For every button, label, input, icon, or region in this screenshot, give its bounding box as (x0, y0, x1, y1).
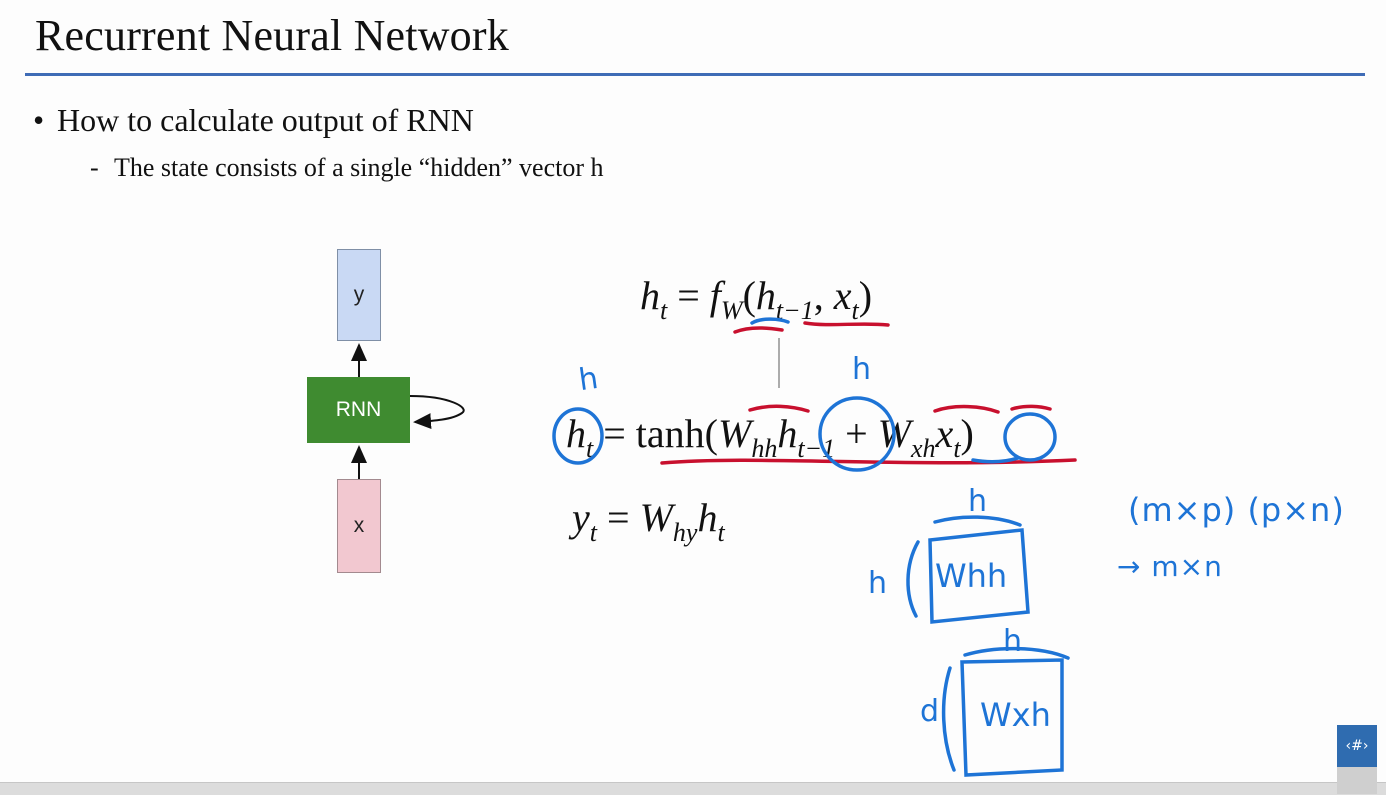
ink-wxh-label: Wxh (980, 696, 1051, 734)
eq2-x: x (935, 411, 954, 456)
eq3-w-sub: hy (672, 518, 698, 547)
eq2-func: tanh (635, 411, 705, 456)
blue-bracket-wxh-left (941, 666, 956, 772)
equation-output: yt = Whyht (572, 495, 725, 547)
ink-wxh-cols: h (1003, 624, 1023, 659)
eq2-w1-sub: hh (751, 434, 778, 463)
eq2-h: h (777, 411, 798, 456)
eq3-lhs-sub: t (589, 518, 597, 547)
ink-whh-label: Whh (935, 557, 1008, 595)
eq2-w1: W (718, 411, 752, 456)
eq3-w: W (639, 495, 673, 540)
blue-bracket-wxh-top (963, 646, 1070, 660)
eq2-lhs-sub: t (586, 434, 594, 463)
blue-underline-xh (971, 456, 1020, 464)
title-divider (25, 73, 1365, 76)
blue-box-wxh (960, 658, 1064, 777)
sub-bullet-text: The state consists of a single “hidden” … (114, 153, 604, 182)
blue-underline-w (750, 317, 790, 325)
blue-circle-ht-1 (818, 396, 896, 472)
blue-bracket-whh-left (906, 540, 920, 618)
red-underline-args (803, 321, 890, 327)
ink-matrix-dims-product: (m×p) (p×n) (1128, 491, 1345, 529)
red-overline-xt (1010, 404, 1052, 411)
bullet-text: How to calculate output of RNN (57, 102, 474, 138)
blue-bracket-whh-top (933, 515, 1022, 527)
eq1-arg1: h (755, 273, 776, 318)
sub-bullet-glyph: - (90, 153, 99, 182)
ink-whh-cols: h (968, 484, 988, 519)
sub-bullet-item: - The state consists of a single “hidden… (90, 153, 604, 183)
eq1-lhs: h (640, 273, 660, 318)
slide-title: Recurrent Neural Network (35, 11, 509, 60)
bullet-item: • How to calculate output of RNN (33, 102, 474, 139)
eq1-arg2: x (833, 273, 852, 318)
blue-circle-xt (1003, 412, 1057, 462)
eq1-arg2-sub: t (851, 296, 859, 325)
eq2-w2-sub: xh (911, 434, 936, 463)
bullet-glyph: • (33, 102, 45, 138)
blue-box-whh (928, 528, 1030, 624)
slide-number-button[interactable]: ‹#› (1337, 725, 1377, 767)
eq1-lhs-sub: t (660, 296, 668, 325)
output-node-y: y (337, 249, 381, 341)
equation-hidden-update: ht = tanh(Whhht−1 + Wxhxt) (566, 411, 974, 463)
ink-whh-rows: h (868, 566, 888, 601)
eq3-lhs: y (572, 495, 590, 540)
eq2-lhs: h (566, 411, 586, 456)
eq1-func: f (709, 273, 721, 318)
input-node-x: x (337, 479, 381, 573)
red-underline-fw (733, 326, 784, 334)
red-overline-whh (748, 404, 810, 413)
eq3-h: h (697, 495, 718, 540)
blue-circle-ht (552, 407, 604, 465)
ink-label-h-prev: h (852, 352, 872, 387)
eq2-x-sub: t (953, 434, 961, 463)
eq1-func-sub: W (720, 296, 743, 325)
red-overline-wxh (933, 404, 1000, 414)
eq3-h-sub: t (717, 518, 725, 547)
ink-wxh-rows: d (920, 694, 940, 729)
bottom-scrollbar[interactable] (0, 782, 1386, 795)
ink-matrix-dims-result: → m×n (1117, 550, 1223, 583)
bottom-scrollbar-thumb[interactable] (1337, 767, 1377, 794)
rnn-cell-node: RNN (307, 377, 410, 443)
arrow-recurrent-loop (409, 395, 465, 430)
